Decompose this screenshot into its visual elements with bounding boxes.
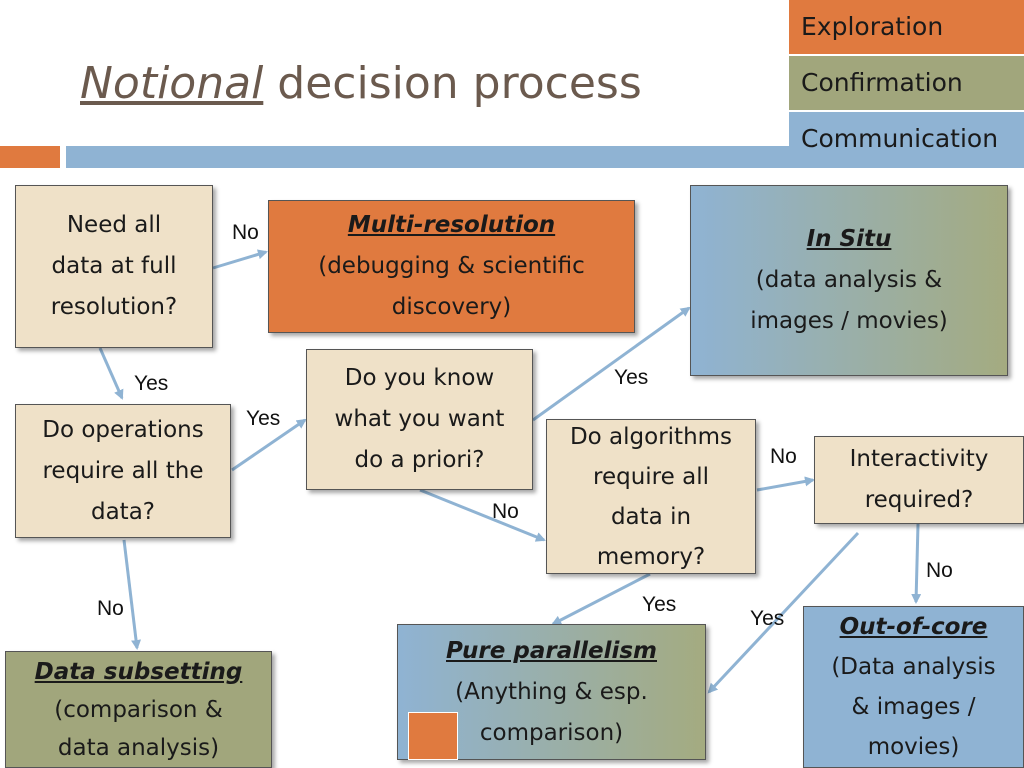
node-multi-resolution: Multi-resolution (debugging & scientific… (268, 200, 635, 333)
node-title: Pure parallelism (446, 637, 657, 664)
arrow-need-no (212, 249, 268, 270)
orange-marker-square (408, 712, 458, 760)
edge-label-know-no: No (492, 500, 519, 523)
node-line: movies) (867, 734, 960, 760)
edge-label-inter-yes: Yes (750, 607, 785, 630)
edge-label-need-no: No (232, 221, 259, 244)
edge-label-need-yes: Yes (134, 372, 169, 395)
node-line: what you want (334, 406, 505, 432)
node-line: (debugging & scientific (318, 253, 585, 279)
node-line: (Data analysis (831, 654, 996, 680)
node-line: Need all (66, 212, 162, 238)
arrow-algo-yes (551, 572, 651, 626)
node-line: images / movies) (750, 308, 948, 334)
legend-confirmation: Confirmation (789, 56, 1024, 110)
arrow-inter-yes (707, 531, 860, 694)
node-line: data analysis) (57, 734, 220, 761)
node-line: Do algorithms (569, 423, 733, 450)
arrow-algo-no (756, 476, 815, 492)
node-data-subsetting: Data subsetting (comparison & data analy… (5, 651, 272, 768)
node-title: Out-of-core (839, 614, 988, 640)
node-interactivity: Interactivity required? (814, 436, 1024, 524)
legend-communication: Communication (789, 112, 1024, 166)
node-title: Data subsetting (34, 658, 243, 685)
node-line: Do you know (344, 365, 495, 391)
node-line: resolution? (50, 294, 178, 320)
node-line: Do operations (42, 416, 204, 443)
node-ops-require-all-data: Do operations require all the data? (15, 404, 231, 538)
node-line: Interactivity (849, 446, 989, 472)
node-title: Multi-resolution (347, 212, 556, 238)
arrow-inter-no (911, 523, 922, 604)
node-pure-parallelism: Pure parallelism (Anything & esp. compar… (397, 624, 706, 760)
node-line: require all (593, 463, 709, 490)
node-line: data at full (51, 253, 177, 279)
node-line: data in (610, 503, 692, 530)
arrow-know-yes (532, 306, 691, 422)
title-emphasis: Notional (80, 58, 264, 109)
node-title: In Situ (806, 226, 892, 252)
edge-label-ops-no: No (97, 597, 124, 620)
arrow-need-yes (98, 347, 124, 400)
arrow-ops-no (122, 539, 142, 650)
node-line: do a priori? (354, 447, 485, 473)
node-line: (Anything & esp. (455, 678, 648, 705)
node-need-full-resolution: Need all data at full resolution? (15, 185, 213, 348)
node-in-situ: In Situ (data analysis & images / movies… (690, 185, 1008, 376)
node-line: & images / (851, 694, 976, 720)
node-line: (comparison & (54, 696, 223, 723)
edge-label-algo-yes: Yes (642, 593, 677, 616)
page-title: Notional decision process (80, 58, 642, 109)
header-band-blue (66, 146, 1024, 168)
header-band-orange (0, 146, 60, 168)
node-out-of-core: Out-of-core (Data analysis & images / mo… (803, 606, 1024, 768)
edge-label-inter-no: No (926, 559, 953, 582)
legend-exploration: Exploration (789, 0, 1024, 54)
node-line: data? (90, 498, 155, 525)
arrow-know-no (419, 488, 546, 542)
node-algorithms-memory: Do algorithms require all data in memory… (546, 419, 756, 574)
edge-label-know-yes: Yes (614, 366, 649, 389)
node-line: comparison) (479, 719, 624, 746)
node-line: memory? (596, 543, 706, 570)
edge-label-ops-yes: Yes (246, 407, 281, 430)
edge-label-algo-no: No (770, 445, 797, 468)
node-line: (data analysis & (755, 267, 943, 293)
title-rest: decision process (263, 58, 642, 109)
node-line: required? (864, 487, 974, 513)
arrow-ops-yes (231, 418, 307, 472)
node-line: require all the (42, 457, 204, 484)
node-line: discovery) (391, 294, 512, 320)
node-know-a-priori: Do you know what you want do a priori? (306, 349, 533, 490)
